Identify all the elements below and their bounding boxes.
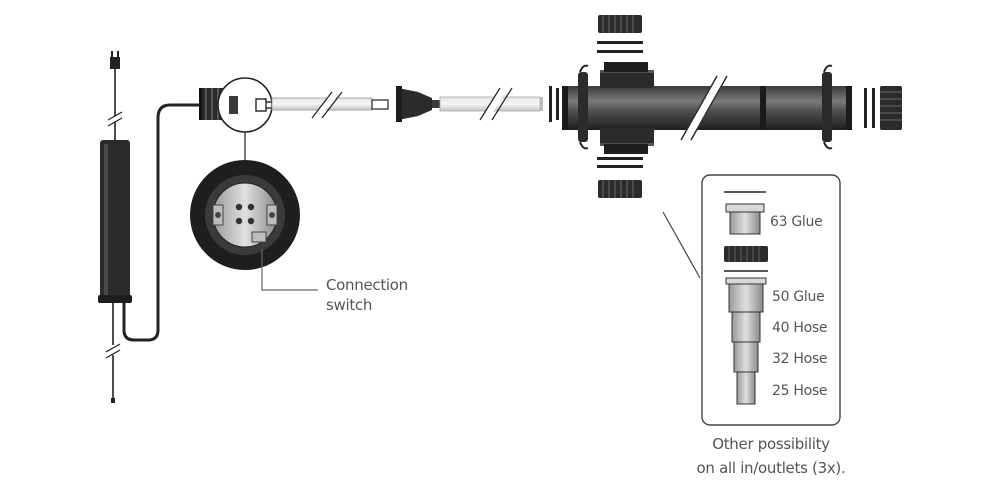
quartz-sleeve bbox=[439, 86, 543, 122]
power-plug-icon bbox=[110, 51, 120, 88]
connector-socket-view bbox=[190, 160, 300, 270]
top-fitting-nut bbox=[597, 15, 643, 53]
connector-detail-magnifier bbox=[217, 77, 273, 160]
hose25-label: 25 Hose bbox=[772, 383, 827, 399]
end-cap-left-rings bbox=[549, 86, 559, 122]
glue50-label: 50 Glue bbox=[772, 289, 824, 305]
adapter-nut bbox=[724, 246, 768, 272]
cable-break-top bbox=[107, 88, 123, 140]
top-inlet-port bbox=[600, 62, 654, 88]
connection-switch-callout: Connection switch bbox=[261, 250, 408, 314]
other-possibility-line2: on all in/outlets (3x). bbox=[697, 459, 846, 477]
connection-switch-label-line2: switch bbox=[326, 296, 372, 314]
uv-lamp-tube bbox=[271, 90, 389, 120]
uv-housing-tube bbox=[562, 73, 852, 143]
bottom-fitting-nut bbox=[597, 157, 643, 198]
mains-cable-bottom bbox=[105, 303, 121, 403]
glue63-label: 63 Glue bbox=[770, 214, 822, 230]
other-possibility-line1: Other possibility bbox=[712, 435, 830, 453]
glue63-fitting: 63 Glue bbox=[724, 191, 823, 235]
lamp-socket-plug bbox=[396, 86, 440, 122]
ballast-transformer bbox=[98, 140, 132, 303]
right-fitting-nut bbox=[864, 86, 902, 130]
bottom-outlet-port bbox=[600, 128, 654, 154]
housing-clamp-left bbox=[578, 64, 589, 150]
stepped-hose-adapter bbox=[725, 277, 767, 405]
hose40-label: 40 Hose bbox=[772, 320, 827, 336]
ballast-output-cable bbox=[122, 103, 205, 342]
connection-switch-label-line1: Connection bbox=[326, 276, 408, 294]
adapter-detail-leader bbox=[662, 211, 701, 279]
housing-clamp-right bbox=[822, 64, 833, 150]
hose32-label: 32 Hose bbox=[772, 351, 827, 367]
